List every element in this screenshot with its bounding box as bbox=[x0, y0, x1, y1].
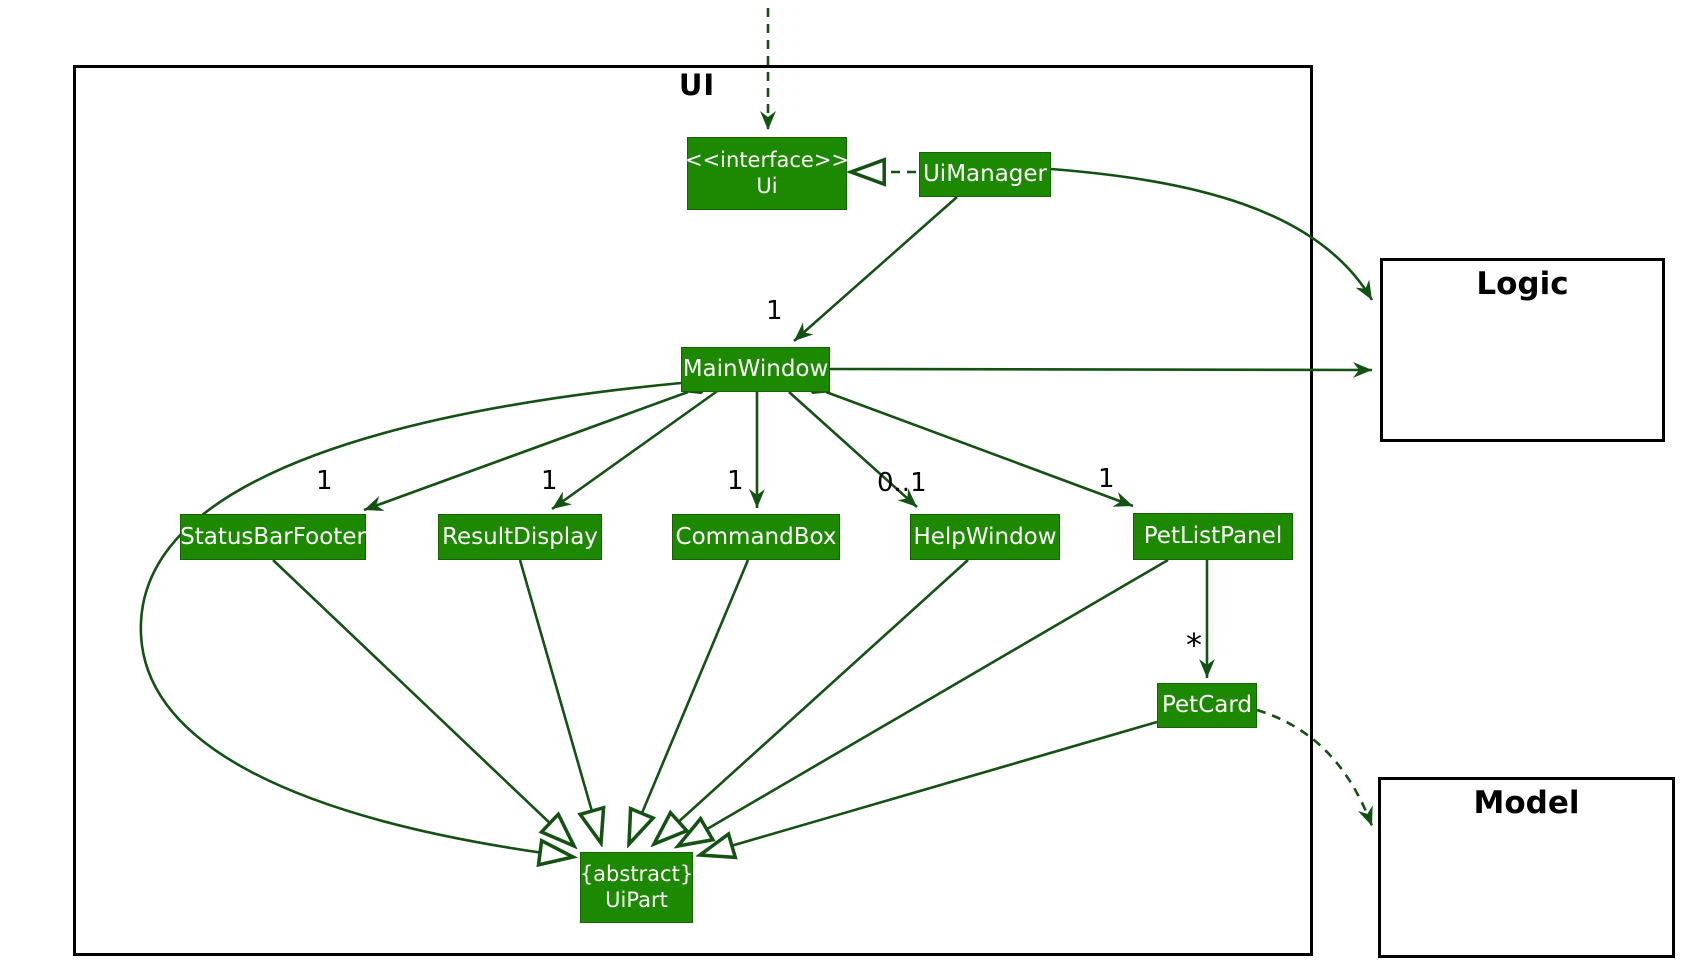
logic-component-box: Logic bbox=[1380, 258, 1665, 442]
helpwindow-name: HelpWindow bbox=[913, 523, 1057, 550]
class-statusbarfooter: StatusBarFooter bbox=[180, 514, 366, 560]
uipart-stereotype: {abstract} bbox=[579, 861, 694, 886]
inheritance-resultdisplay-to-uipart bbox=[518, 559, 601, 843]
uipart-name: UiPart bbox=[605, 887, 668, 912]
class-commandbox: CommandBox bbox=[672, 514, 840, 560]
class-uipart: {abstract} UiPart bbox=[580, 852, 693, 923]
association-uimanager-to-mainwindow bbox=[793, 196, 958, 342]
class-ui-interface: <<interface>> Ui bbox=[684, 137, 850, 210]
multiplicity-uimanager-mainwindow: 1 bbox=[766, 296, 783, 326]
mainwindow-name: MainWindow bbox=[682, 356, 829, 383]
multiplicity-statusbarfooter: 1 bbox=[316, 466, 333, 496]
association-uimanager-to-logic bbox=[1050, 167, 1374, 301]
logic-label: Logic bbox=[1476, 266, 1569, 302]
resultdisplay-name: ResultDisplay bbox=[442, 523, 598, 550]
multiplicity-commandbox: 1 bbox=[727, 466, 744, 496]
composition-mainwindow-to-petlistpanel bbox=[802, 381, 1134, 508]
class-mainwindow: MainWindow bbox=[681, 347, 830, 392]
multiplicity-petlistpanel: 1 bbox=[1098, 464, 1115, 494]
multiplicity-petcard: * bbox=[1186, 626, 1202, 664]
class-petlistpanel: PetListPanel bbox=[1133, 513, 1293, 560]
ui-interface-name: Ui bbox=[756, 173, 778, 198]
petcard-name: PetCard bbox=[1161, 692, 1253, 719]
statusbarfooter-name: StatusBarFooter bbox=[180, 523, 366, 550]
ui-package-label: UI bbox=[678, 68, 716, 102]
association-mainwindow-to-logic bbox=[829, 362, 1373, 378]
class-helpwindow: HelpWindow bbox=[910, 514, 1060, 560]
ui-package-frame bbox=[73, 65, 1313, 956]
multiplicity-helpwindow: 0..1 bbox=[877, 468, 927, 498]
commandbox-name: CommandBox bbox=[675, 523, 837, 550]
inheritance-commandbox-to-uipart bbox=[629, 559, 750, 844]
model-component-box: Model bbox=[1378, 777, 1675, 958]
inheritance-statusbarfooter-to-uipart bbox=[272, 559, 574, 846]
class-uimanager: UiManager bbox=[919, 152, 1051, 197]
uimanager-name: UiManager bbox=[922, 161, 1048, 188]
model-label: Model bbox=[1473, 785, 1580, 821]
class-petcard: PetCard bbox=[1157, 683, 1257, 728]
class-resultdisplay: ResultDisplay bbox=[438, 514, 602, 560]
composition-mainwindow-to-statusbarfooter bbox=[363, 381, 712, 512]
multiplicity-resultdisplay: 1 bbox=[541, 466, 558, 496]
inheritance-mainwindow-to-uipart bbox=[139, 381, 682, 857]
inheritance-petlistpanel-to-uipart bbox=[678, 558, 1169, 846]
ui-interface-stereotype: <<interface>> bbox=[684, 147, 850, 172]
inheritance-petcard-to-uipart bbox=[700, 720, 1158, 855]
dependency-petcard-to-model bbox=[1256, 708, 1374, 827]
inheritance-helpwindow-to-uipart bbox=[654, 559, 969, 844]
petlistpanel-name: PetListPanel bbox=[1143, 523, 1283, 550]
composition-mainwindow-to-resultdisplay bbox=[551, 377, 737, 511]
